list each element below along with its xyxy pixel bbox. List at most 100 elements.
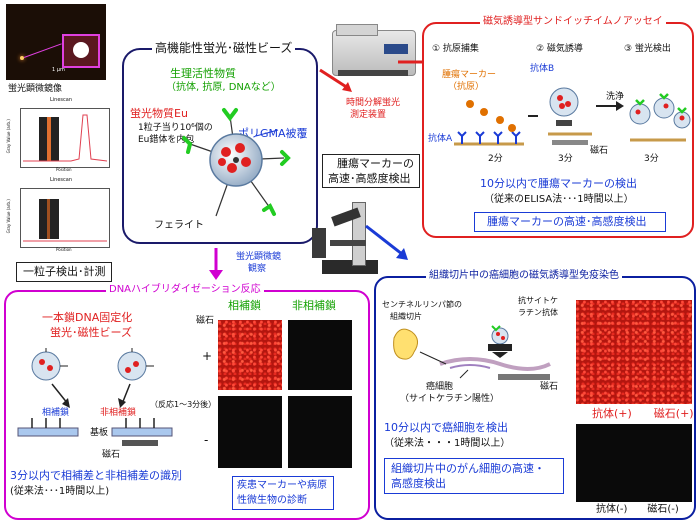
comp-label: 相補鎖 [42, 408, 70, 418]
fluor-label: 蛍光物質Eu [130, 107, 188, 120]
arrow-to-dna [209, 248, 223, 280]
plot-image-inset [39, 199, 59, 239]
wash-label: 洗浄 [606, 92, 625, 102]
micrograph-comp-nomagnet [218, 396, 282, 468]
sandwich-assay-panel: 磁気誘導型サンドイッチイムノアッセイ ① 抗原捕集 ② 磁気誘導 ③ 蛍光検出 … [422, 16, 694, 238]
substrate-label: 基板 [90, 428, 109, 438]
plot-title: Linescan [50, 97, 73, 103]
node-label-1: センチネルリンパ節の [382, 300, 462, 309]
marker-label-1: 腫瘍マーカー [442, 70, 497, 80]
col-comp-label: 相補鎖 [228, 299, 261, 312]
linescan-curve [23, 114, 108, 162]
linescan-plot-2: Linescan Gray Value (arb.) Position [5, 177, 110, 258]
step-3: ③ 蛍光検出 [624, 44, 671, 54]
sandwich-title: 磁気誘導型サンドイッチイムノアッセイ [480, 16, 666, 28]
tissue-diagram [393, 325, 551, 380]
tissue-micrograph-positive [576, 300, 692, 404]
neg-label: 抗体(-) 磁石(-) [596, 504, 679, 515]
bead-diagram [182, 108, 291, 217]
dna-hybridization-panel: DNAハイブリダイゼーション反応 一本鎖DNA固定化 蛍光･磁性ビーズ 相補鎖 … [4, 284, 370, 520]
tissue-summary-box: 組織切片中のがん細胞の高速・ 高感度検出 [384, 458, 564, 494]
dna-title: DNAハイブリダイゼーション反応 [106, 284, 264, 296]
row-magnet-label: 磁石 [196, 316, 215, 326]
sandwich-summary-box: 腫瘍マーカーの高速･高感度検出 [474, 212, 666, 232]
sandwich-summary: 腫瘍マーカーの高速･高感度検出 [487, 215, 647, 228]
tumor-text-1: 腫瘍マーカーの [337, 157, 414, 170]
diagnosis-box: 疾患マーカーや病原 性微生物の診断 [232, 476, 334, 510]
dna-result-1: 3分以内で相補差と非相補差の識別 [10, 469, 182, 482]
linescan-curve [23, 240, 107, 242]
tissue-title: 組織切片中の癌細胞の磁気誘導型免疫染色 [426, 270, 622, 282]
single-particle-label: 一粒子検出･計測 [23, 265, 106, 278]
micrograph-noncomp-magnet [288, 320, 352, 390]
step-1: ① 抗原捕集 [432, 44, 479, 54]
ferrite-label: フェライト [154, 220, 204, 231]
eu-desc-2: Eu錯体を内包 [138, 135, 195, 145]
sandwich-diagram [454, 87, 691, 146]
cancer-label-2: （サイトケラチン陽性） [400, 394, 500, 404]
fluorescence-instrument [330, 22, 418, 82]
diag-text-2: 性微生物の診断 [237, 495, 307, 506]
axis-x-label: Position [56, 167, 72, 172]
magnified-particle-inset [62, 34, 100, 68]
bright-particle [20, 56, 24, 60]
tissue-staining-panel: 組織切片中の癌細胞の磁気誘導型免疫染色 センチネルリンパ節の 組織切片 抗サイト… [374, 270, 696, 520]
magnet-label: 磁石 [590, 146, 609, 156]
coating-label: ポリGMA被覆 [238, 127, 308, 140]
linescan-plot-1: Linescan Gray Value (arb.) Position [5, 97, 110, 174]
minus-sign: - [204, 433, 209, 447]
arrow-to-tissue [365, 224, 408, 260]
sandwich-result-1: 10分以内で腫瘍マーカーの検出 [480, 177, 637, 190]
step-2: ② 磁気誘導 [536, 44, 583, 54]
micrograph-comp-magnet [218, 320, 282, 390]
plot-frame [20, 108, 110, 168]
time-3: 3分 [644, 154, 659, 164]
arrow-to-instrument [319, 68, 352, 92]
reaction-label: （反応1～3分後） [150, 400, 217, 409]
single-particle-box: 一粒子検出･計測 [16, 262, 112, 282]
cancer-label-1: 癌細胞 [426, 382, 454, 392]
dna-beads-2: 蛍光･磁性ビーズ [50, 326, 132, 339]
micrograph-label: 蛍光顕微鏡像 [8, 84, 63, 94]
tissue-micrograph-negative [576, 424, 692, 502]
time-2: 3分 [558, 154, 573, 164]
axis-y-label: Gray Value (arb.) [5, 119, 11, 154]
dna-magnet-label: 磁石 [102, 450, 121, 460]
plot-title: Linescan [50, 177, 73, 183]
node-label-2: 組織切片 [390, 312, 422, 321]
axis-y-label: Gray Value (arb.) [5, 199, 11, 234]
tissue-summary-2: 高感度検出 [391, 477, 446, 490]
antibody-label-1: 抗サイトケ [518, 296, 558, 305]
dna-result-2: (従来法･･･1時間以上) [10, 486, 110, 497]
dna-diagram [17, 348, 173, 446]
dna-beads-1: 一本鎖DNA固定化 [42, 311, 133, 324]
microscope-image [312, 196, 382, 280]
fluorescence-micrograph: 1 μm [6, 4, 106, 80]
tissue-summary-1: 組織切片中のがん細胞の高速・ [391, 462, 545, 475]
beads-title: 高機能性蛍光･磁性ビーズ [152, 41, 296, 56]
time-1: 2分 [488, 154, 503, 164]
plot-image-inset [39, 117, 59, 161]
instrument-label-1: 時間分解蛍光 [346, 98, 401, 108]
pos-label: 抗体(+) 磁石(+) [592, 407, 694, 420]
beads-panel: 高機能性蛍光･磁性ビーズ 生理活性物質 （抗体, 抗原, DNAなど） 蛍光物質… [122, 41, 318, 244]
eu-desc-1: 1粒子当り10⁶個の [138, 123, 213, 133]
tumor-text-2: 高速･高感度検出 [328, 172, 411, 185]
instrument-label-2: 測定装置 [350, 110, 387, 120]
tissue-result-2: （従来法・・・1時間以上） [384, 438, 511, 449]
bioactive-examples: （抗体, 抗原, DNAなど） [166, 82, 281, 93]
antibody-label-2: ラチン抗体 [518, 308, 558, 317]
antibody-a-label: 抗体A [428, 134, 453, 144]
scope-label-2: 観察 [248, 264, 267, 274]
scope-label-1: 蛍光顕微鏡 [236, 252, 282, 262]
sandwich-result-2: （従来のELISA法･･･1時間以上） [484, 194, 634, 205]
diag-text-1: 疾患マーカーや病原 [237, 480, 327, 491]
scale-label: 1 μm [52, 67, 65, 73]
micrograph-noncomp-nomagnet [288, 396, 352, 468]
col-noncomp-label: 非相補鎖 [292, 299, 336, 312]
plus-sign: + [202, 349, 213, 363]
antibody-b-label: 抗体B [530, 64, 555, 74]
bioactive-label: 生理活性物質 [170, 67, 236, 80]
plot-frame [20, 188, 110, 248]
tumor-marker-box: 腫瘍マーカーの 高速･高感度検出 [322, 154, 420, 188]
